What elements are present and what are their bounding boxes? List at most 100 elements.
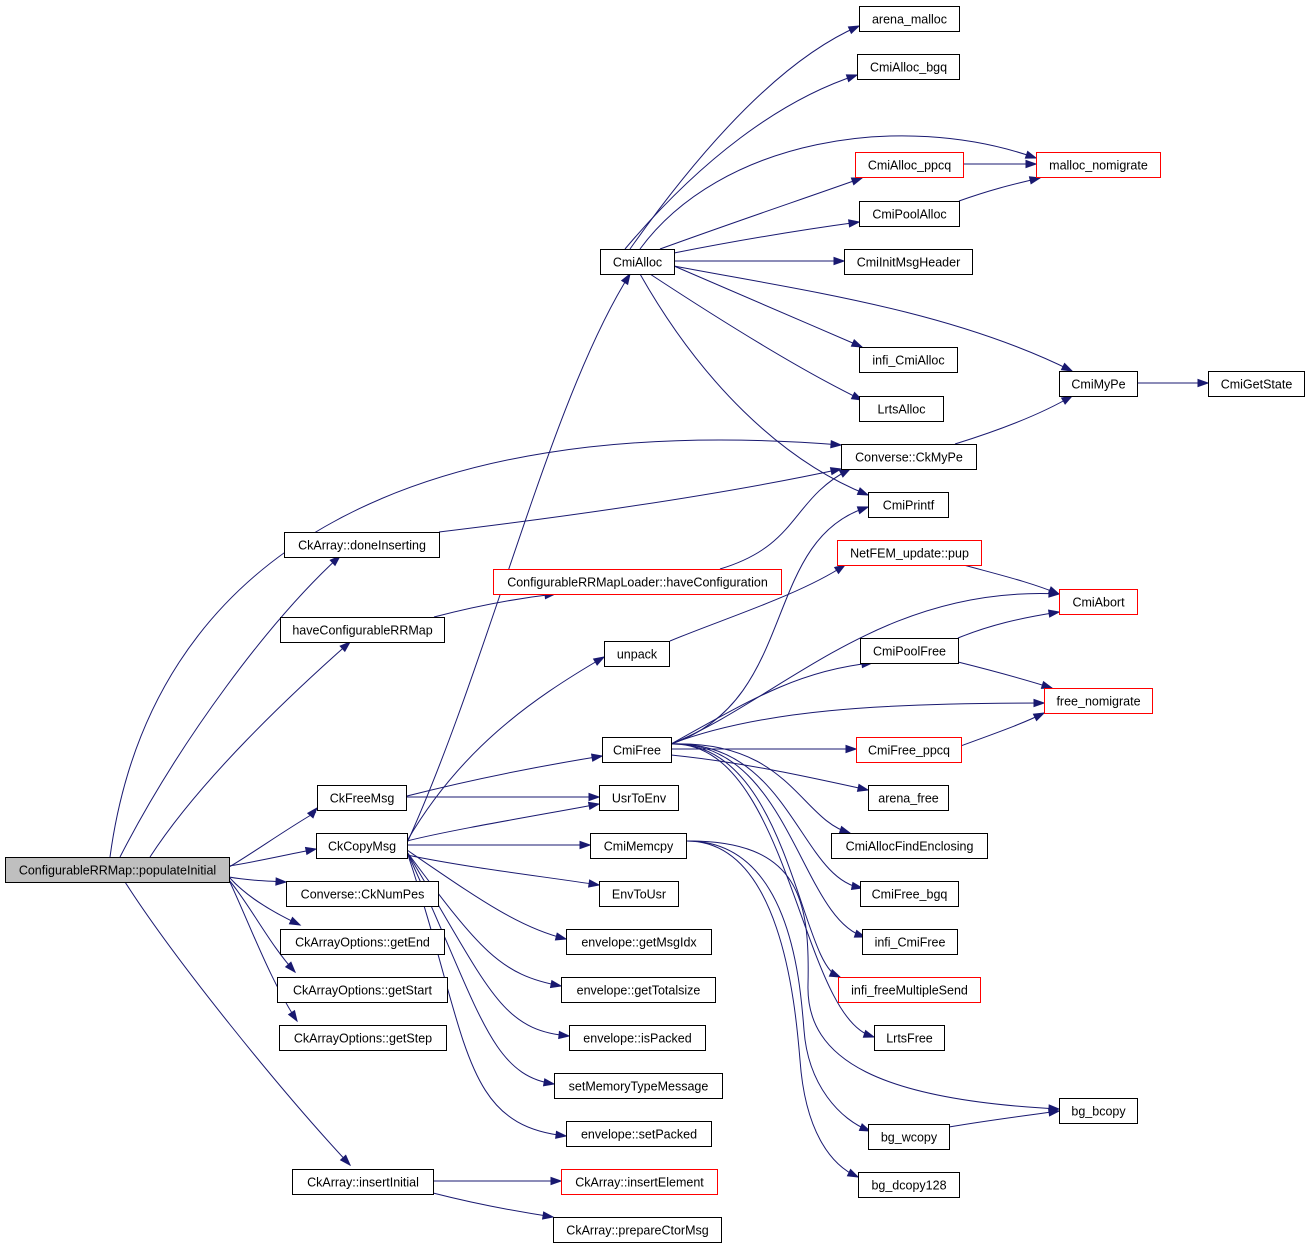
node-converse-ck-num-pes[interactable]: Converse::CkNumPes [286, 881, 439, 907]
node-cmi-pool-free[interactable]: CmiPoolFree [860, 638, 959, 664]
node-label: CmiMyPe [1071, 378, 1125, 392]
node-ck-array-insert-initial[interactable]: CkArray::insertInitial [292, 1169, 434, 1195]
node-label: CmiAllocFindEnclosing [846, 840, 974, 854]
node-box [280, 617, 445, 643]
edge-arrowhead [304, 846, 318, 856]
node-label: CmiPrintf [883, 499, 935, 513]
node-cmi-get-state[interactable]: CmiGetState [1208, 371, 1305, 397]
node-ck-copy-msg[interactable]: CkCopyMsg [316, 833, 408, 859]
edge-arrowhead [829, 467, 843, 476]
node-ck-array-insert-element[interactable]: CkArray::insertElement [561, 1169, 718, 1195]
node-cmi-my-pe[interactable]: CmiMyPe [1059, 371, 1138, 397]
node-cmi-init-msg-header[interactable]: CmiInitMsgHeader [844, 249, 973, 275]
edge-arrowhead [833, 564, 847, 575]
node-net-fem-update-pup[interactable]: NetFEM_update::pup [837, 540, 982, 566]
node-label: LrtsAlloc [878, 403, 926, 417]
node-label: CkArrayOptions::getStart [293, 984, 432, 998]
node-cmi-alloc-bgq[interactable]: CmiAlloc_bgq [857, 54, 960, 80]
node-label: CmiInitMsgHeader [857, 256, 961, 270]
node-box [317, 785, 407, 811]
node-box [292, 1169, 434, 1195]
call-edge [669, 564, 846, 642]
node-bg-bcopy[interactable]: bg_bcopy [1059, 1098, 1138, 1124]
node-converse-ck-my-pe[interactable]: Converse::CkMyPe [841, 444, 977, 470]
node-have-configurable-rrmap[interactable]: haveConfigurableRRMap [280, 617, 445, 643]
node-label: CkArray::insertElement [575, 1176, 704, 1190]
edge-arrowhead [1060, 395, 1074, 405]
node-env-to-usr[interactable]: EnvToUsr [599, 881, 679, 907]
edge-arrowhead [587, 879, 601, 888]
node-infi-cmi-free[interactable]: infi_CmiFree [862, 929, 958, 955]
node-box [554, 1073, 723, 1099]
edge-arrowhead [845, 74, 859, 83]
node-box [1036, 152, 1161, 178]
call-edge [670, 754, 869, 791]
node-label: ConfigurableRRMap::populateInitial [19, 864, 216, 878]
node-envelope-get-msg-idx[interactable]: envelope::getMsgIdx [566, 929, 712, 955]
node-box [1059, 371, 1138, 397]
node-bg-dcopy128[interactable]: bg_dcopy128 [858, 1172, 960, 1198]
node-label: CkFreeMsg [330, 792, 395, 806]
edge-arrowhead [284, 961, 297, 974]
call-graph-nodes: ConfigurableRRMap::populateInitial arena_… [5, 6, 1305, 1243]
node-envelope-is-packed[interactable]: envelope::isPacked [569, 1025, 706, 1051]
node-box [599, 785, 679, 811]
node-cmi-memcpy[interactable]: CmiMemcpy [590, 833, 687, 859]
edge-arrowhead [848, 219, 861, 228]
call-edge [228, 879, 296, 973]
node-cmi-abort[interactable]: CmiAbort [1059, 589, 1138, 615]
node-box [858, 1172, 960, 1198]
node-usr-to-env[interactable]: UsrToEnv [599, 785, 679, 811]
node-cmi-pool-alloc[interactable]: CmiPoolAlloc [859, 201, 960, 227]
node-label: free_nomigrate [1056, 695, 1140, 709]
node-envelope-get-totalsize[interactable]: envelope::getTotalsize [561, 977, 716, 1003]
node-cmi-free-bgq[interactable]: CmiFree_bgq [860, 881, 959, 907]
node-ck-array-options-get-start[interactable]: CkArrayOptions::getStart [277, 977, 448, 1003]
node-ck-array-options-get-step[interactable]: CkArrayOptions::getStep [279, 1025, 447, 1051]
node-ck-array-done-inserting[interactable]: CkArray::doneInserting [284, 532, 440, 558]
node-arena-free[interactable]: arena_free [868, 785, 949, 811]
edge-arrowhead [856, 783, 870, 792]
node-cmi-free-ppcq[interactable]: CmiFree_ppcq [856, 737, 962, 763]
edge-arrowhead [846, 1168, 860, 1178]
node-label: CmiFree [613, 744, 661, 758]
node-box [604, 641, 670, 667]
node-malloc-nomigrate[interactable]: malloc_nomigrate [1036, 152, 1161, 178]
node-infi-free-multiple-send[interactable]: infi_freeMultipleSend [838, 977, 981, 1003]
node-root[interactable]: ConfigurableRRMap::populateInitial [5, 857, 230, 883]
node-infi-cmi-alloc[interactable]: infi_CmiAlloc [859, 347, 958, 373]
node-box [868, 492, 949, 518]
node-cmi-free[interactable]: CmiFree [602, 737, 672, 763]
node-box [860, 881, 959, 907]
edge-arrowhead [620, 272, 631, 286]
node-lrts-free[interactable]: LrtsFree [874, 1025, 945, 1051]
node-set-memory-type-message[interactable]: setMemoryTypeMessage [554, 1073, 723, 1099]
node-label: CkArray::insertInitial [307, 1176, 419, 1190]
node-label: envelope::getMsgIdx [581, 936, 697, 950]
node-label: CmiMemcpy [604, 840, 674, 854]
call-edge [670, 593, 1060, 745]
node-free-nomigrate[interactable]: free_nomigrate [1044, 688, 1153, 714]
node-ck-free-msg[interactable]: CkFreeMsg [317, 785, 407, 811]
node-envelope-set-packed[interactable]: envelope::setPacked [566, 1121, 712, 1147]
node-label: bg_dcopy128 [871, 1179, 946, 1193]
edge-arrowhead [838, 825, 852, 834]
node-ck-array-prepare-ctor-msg[interactable]: CkArray::prepareCtorMsg [553, 1217, 722, 1243]
node-bg-wcopy[interactable]: bg_wcopy [868, 1124, 950, 1150]
node-cmi-printf[interactable]: CmiPrintf [868, 492, 949, 518]
node-cmi-alloc-ppcq[interactable]: CmiAlloc_ppcq [855, 152, 964, 178]
node-cmi-alloc[interactable]: CmiAlloc [600, 249, 675, 275]
node-lrts-alloc[interactable]: LrtsAlloc [859, 396, 944, 422]
call-edge [649, 273, 863, 401]
node-unpack[interactable]: unpack [604, 641, 670, 667]
node-arena-malloc[interactable]: arena_malloc [859, 6, 960, 32]
edge-arrowhead [287, 1009, 298, 1023]
edge-arrowhead [1024, 150, 1038, 159]
edge-arrowhead [862, 1029, 876, 1038]
node-ck-array-options-get-end[interactable]: CkArrayOptions::getEnd [280, 929, 445, 955]
node-box [561, 977, 716, 1003]
node-cmi-alloc-find-enclosing[interactable]: CmiAllocFindEnclosing [831, 833, 988, 859]
edge-arrowhead [1047, 586, 1061, 595]
node-label: envelope::setPacked [581, 1128, 697, 1142]
node-have-configuration[interactable]: ConfigurableRRMapLoader::haveConfigurati… [493, 569, 782, 595]
